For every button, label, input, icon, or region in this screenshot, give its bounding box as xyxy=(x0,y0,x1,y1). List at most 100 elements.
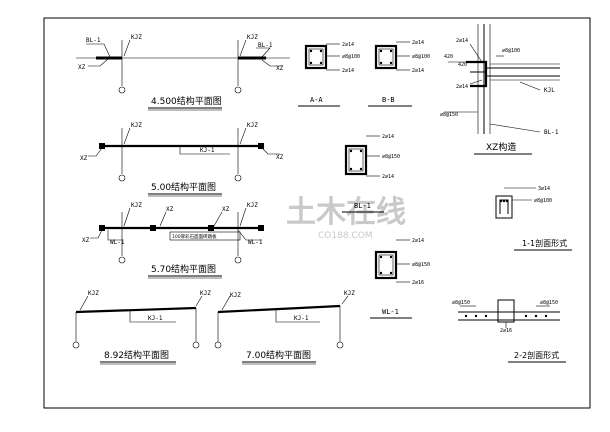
watermark: 土木在线 CO188.COM xyxy=(286,195,406,241)
plan1-axis-bubble-1 xyxy=(118,86,126,94)
bb-bar xyxy=(389,61,393,65)
wl1-stir-label: ⌀8@150 xyxy=(412,262,430,268)
plan2-column-r xyxy=(258,143,264,149)
plan3-column-r xyxy=(258,225,264,231)
s11-bar xyxy=(502,199,506,203)
s11-bar xyxy=(499,199,503,203)
plan2-leader-xz-l xyxy=(88,147,103,157)
s22-title: 2-2剖面形式 xyxy=(514,350,559,360)
aa-bar xyxy=(319,49,323,53)
plan3-axis-bubble-2 xyxy=(234,256,242,264)
plan4-axis-bubble-1 xyxy=(72,341,80,349)
s22-rib xyxy=(497,299,515,323)
plan3-column-m2 xyxy=(208,225,214,231)
sheet-border xyxy=(43,17,591,409)
aa-outline xyxy=(304,44,328,70)
xz-bar1-label: 2⌀14 xyxy=(456,38,468,44)
s11-stir-label: ⌀8@100 xyxy=(534,198,552,204)
plan3-column-l xyxy=(99,225,105,231)
s22-stir2-label: ⌀8@150 xyxy=(540,300,558,306)
plan5-axis-bubble-2 xyxy=(336,341,344,349)
plan3-leader-kjz-l xyxy=(123,207,131,227)
plan1-bl-label: BL-1 xyxy=(86,37,101,44)
xz-leader-bl xyxy=(489,123,541,133)
plan5-kjz-label-r: KJZ xyxy=(344,290,355,297)
bl1-bot-label: 2⌀14 xyxy=(382,174,394,180)
section-bb: 2⌀14 ⌀8@100 2⌀14 B-B xyxy=(368,40,430,107)
bl1-outline xyxy=(344,144,368,176)
plan-892: KJZ KJZ KJ-1 8.92结构平面图 xyxy=(72,290,211,365)
wl1-bot-label: 2⌀16 xyxy=(412,280,424,286)
bl1-bar xyxy=(359,149,363,153)
aa-top-label: 2⌀14 xyxy=(342,42,354,48)
bb-bot-label: 2⌀14 xyxy=(412,68,424,74)
bb-title: B-B xyxy=(382,96,395,104)
plan3-leader-xz-m1 xyxy=(159,211,167,227)
aa-stir-label: ⌀8@100 xyxy=(342,54,360,60)
plan2-kj-label: KJ-1 xyxy=(200,147,215,154)
plan3-note: 100厚彩石面面砖踏板 xyxy=(172,233,217,240)
section-aa: 2⌀14 ⌀8@100 2⌀14 A-A xyxy=(298,42,360,107)
plan4-leader-kjz-r xyxy=(195,295,203,307)
plan3-wl-label-r: WL-1 xyxy=(248,239,263,246)
plan-700: KJZ KJZ KJ-1 7.00结构平面图 xyxy=(214,290,355,365)
plan2-axis-bubble-2 xyxy=(234,174,242,182)
s11-title: 1-1剖面形式 xyxy=(522,238,567,248)
section-11: 3⌀14 ⌀8@100 1-1剖面形式 xyxy=(495,186,572,251)
xz-dim1: 420 xyxy=(444,54,453,60)
bl1-title: BL-1 xyxy=(354,202,371,210)
plan1-kjz-label-l: KJZ xyxy=(131,34,142,41)
bl1-bar xyxy=(349,167,353,171)
bl1-stirrup xyxy=(348,148,364,172)
bl1-bar xyxy=(359,167,363,171)
plan1-leader-kjz-l xyxy=(123,39,131,57)
plan1-leader-xz-l xyxy=(88,58,109,67)
s11-bar xyxy=(505,199,509,203)
plan1-leader-bl xyxy=(86,43,111,58)
s22-bar xyxy=(544,314,548,318)
plan5-leader-kjz-r xyxy=(341,295,349,305)
bb-stirrup xyxy=(378,48,394,66)
plan1-title: 4.500结构平面图 xyxy=(151,95,222,107)
plan1-leader-bl-r xyxy=(256,47,271,58)
plan2-kjz-label-l: KJZ xyxy=(131,122,142,129)
xz-bl-label: BL-1 xyxy=(544,129,559,136)
s22-bar xyxy=(534,314,538,318)
plan1-xz-label-l: XZ xyxy=(78,64,86,71)
s22-bar xyxy=(484,314,488,318)
bl1-top-label: 2⌀14 xyxy=(382,134,394,140)
plan3-wl-label-l: WL-1 xyxy=(110,239,125,246)
bb-bar xyxy=(379,49,383,53)
plan4-kjz-label-l: KJZ xyxy=(88,290,99,297)
aa-stirrup xyxy=(308,48,324,66)
plan4-title: 8.92结构平面图 xyxy=(104,349,169,361)
plan3-axis-bubble-1 xyxy=(118,256,126,264)
wl1-outline xyxy=(374,250,398,280)
plan5-title: 7.00结构平面图 xyxy=(246,349,311,361)
plan2-column-l xyxy=(99,143,105,149)
wl1-title: WL-1 xyxy=(382,308,399,316)
plan3-leader-wl-l xyxy=(107,230,122,241)
s22-bar xyxy=(474,314,478,318)
xz-dim2: 420 xyxy=(458,62,467,68)
wl1-bar xyxy=(389,255,393,259)
plan5-axis-bubble-1 xyxy=(214,341,222,349)
aa-title: A-A xyxy=(310,96,323,104)
plan2-leader-kj xyxy=(179,147,230,155)
plan2-title: 5.00结构平面图 xyxy=(151,181,216,193)
xz-title: XZ构造 xyxy=(486,141,516,153)
plan2-xz-label-l: XZ xyxy=(80,155,88,162)
xz-stir2-label: ⌀8@150 xyxy=(440,112,458,118)
plan1-bl-label-r: BL-1 xyxy=(258,42,273,49)
xz-leader-bar1 xyxy=(469,43,483,63)
s22-stir1-label: ⌀8@150 xyxy=(452,300,470,306)
plan5-beam xyxy=(217,304,341,314)
s22-bot-label: 2⌀16 xyxy=(500,328,512,334)
xz-stir1-label: ⌀8@100 xyxy=(502,48,520,54)
plan3-note-box xyxy=(169,231,241,241)
s22-bar xyxy=(464,314,468,318)
bb-top-label: 2⌀14 xyxy=(412,40,424,46)
wl1-bar xyxy=(379,271,383,275)
xz-leader-kjl xyxy=(519,81,541,91)
